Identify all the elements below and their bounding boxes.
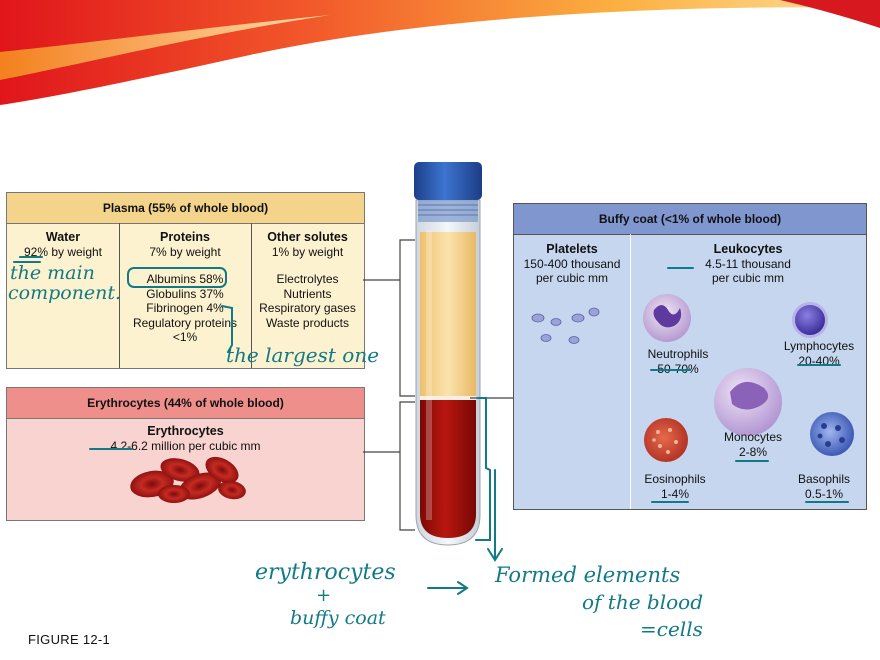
erythrocytes-title: Erythrocytes (44% of whole blood) [7, 388, 364, 419]
annotation-main-component-2: component. [8, 282, 122, 304]
leukocytes-illustration [643, 294, 854, 462]
cell-percent: 50-70% [657, 361, 699, 376]
cell-name: Neutrophils [647, 347, 709, 361]
annotation-of-the-blood: of the blood [582, 590, 703, 614]
cell-name: Monocytes [723, 430, 783, 444]
cell-percent: 0.5-1% [804, 486, 844, 501]
protein-item: Albumins 58% [146, 272, 224, 286]
proteins-column: Proteins 7% by weight Albumins 58% Globu… [119, 230, 251, 345]
annotation-main-component-1: the main [10, 262, 95, 284]
solute-item: Waste products [266, 315, 349, 330]
cell-percent: 2-8% [738, 444, 767, 459]
plasma-title: Plasma (55% of whole blood) [7, 193, 364, 224]
platelets-count: 150-400 thousand [523, 256, 621, 271]
monocytes-label: Monocytes 2-8% [710, 430, 796, 459]
figure-label: FIGURE 12-1 [28, 632, 111, 647]
water-percent: 92% by weight [23, 244, 103, 259]
platelets-heading: Platelets [546, 242, 598, 256]
red-blood-cells-illustration [130, 456, 246, 503]
solute-item: Nutrients [283, 286, 332, 301]
header-swoosh-decoration [0, 0, 880, 105]
platelets-illustration [531, 307, 600, 344]
leukocytes-column: Leukocytes 4.5-11 thousand per cubic mm [630, 242, 866, 286]
eosinophils-label: Eosinophils 1-4% [632, 472, 718, 501]
buffy-coat-panel: Buffy coat (<1% of whole blood) Platelet… [513, 203, 867, 510]
other-solutes-heading: Other solutes [267, 230, 348, 244]
proteins-percent: 7% by weight [149, 244, 221, 259]
solute-item: Electrolytes [276, 272, 339, 286]
platelets-column: Platelets 150-400 thousand per cubic mm [514, 242, 630, 286]
water-heading: Water [45, 230, 81, 244]
divider [119, 223, 120, 368]
leukocytes-unit: per cubic mm [711, 271, 785, 285]
annotation-cells: =cells [640, 617, 703, 641]
left-connector-brackets [363, 239, 415, 531]
solute-item: Respiratory gases [259, 301, 356, 315]
annotation-largest-one: the largest one [226, 343, 380, 367]
basophils-label: Basophils 0.5-1% [784, 472, 864, 501]
erythrocytes-info: Erythrocytes 4.2-6.2 million per cubic m… [7, 424, 364, 453]
leukocytes-heading: Leukocytes [713, 242, 783, 256]
erythrocytes-panel: Erythrocytes (44% of whole blood) Erythr… [6, 387, 365, 521]
annotation-formed-elements: Formed elements [495, 563, 681, 587]
blood-test-tube [414, 162, 482, 546]
cell-name: Basophils [797, 472, 851, 486]
neutrophils-label: Neutrophils 50-70% [638, 347, 718, 376]
protein-item: Globulins 37% [146, 286, 224, 301]
protein-item: <1% [172, 330, 198, 344]
platelets-unit: per cubic mm [535, 271, 609, 285]
water-column: Water 92% by weight [7, 230, 119, 259]
cell-name: Eosinophils [644, 472, 706, 486]
cell-name: Lymphocytes [783, 339, 855, 353]
annotation-plus: + [316, 585, 332, 606]
plasma-panel: Plasma (55% of whole blood) Water 92% by… [6, 192, 365, 369]
cell-percent: 1-4% [660, 486, 689, 501]
other-solutes-column: Other solutes 1% by weight Electrolytes … [251, 230, 364, 330]
protein-item: Regulatory proteins [132, 315, 238, 330]
annotation-erythrocytes: erythrocytes [255, 560, 396, 585]
protein-item: Fibrinogen 4% [146, 301, 224, 315]
buffy-coat-title: Buffy coat (<1% of whole blood) [514, 204, 866, 235]
erythrocytes-count: 4.2-6.2 million per cubic mm [110, 438, 261, 453]
proteins-heading: Proteins [159, 230, 210, 244]
divider [251, 223, 252, 368]
annotation-buffy-coat: buffy coat [290, 607, 386, 629]
divider [630, 234, 631, 509]
erythrocytes-heading: Erythrocytes [147, 424, 224, 438]
leukocytes-count: 4.5-11 thousand [705, 256, 791, 271]
other-solutes-percent: 1% by weight [271, 244, 344, 259]
